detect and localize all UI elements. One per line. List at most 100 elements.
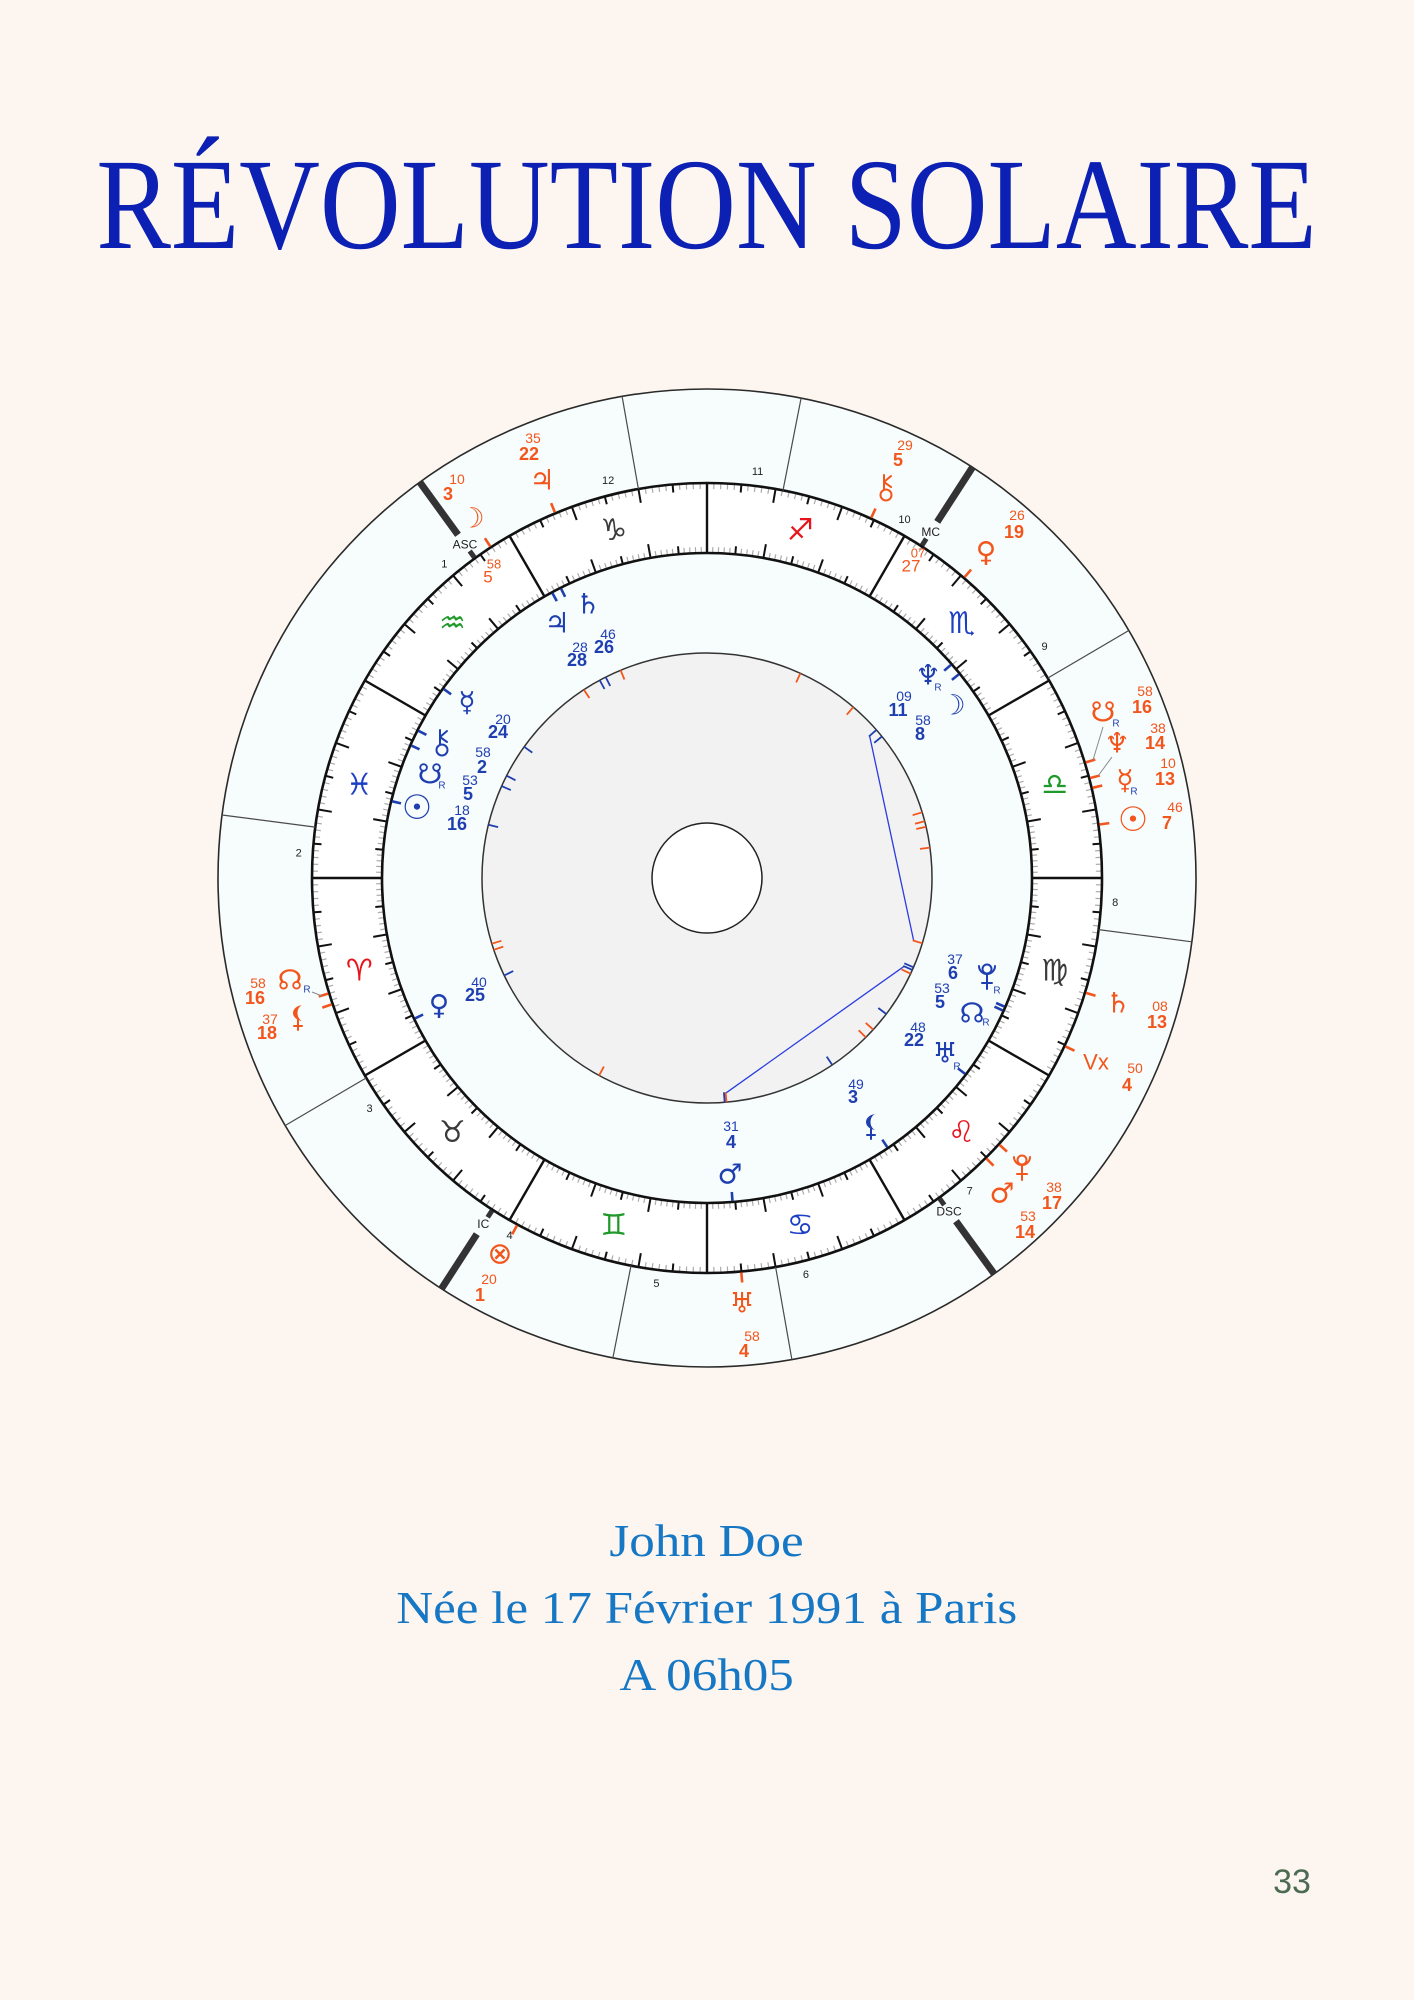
- outer-uranus-icon: ♅︎: [729, 1287, 754, 1320]
- degree-tick: [952, 660, 958, 665]
- degree-tick: [779, 1195, 783, 1201]
- degree-tick: [994, 1030, 1000, 1034]
- degree-tick: [883, 526, 887, 532]
- outer-moon-degree: 3: [443, 484, 453, 504]
- degree-tick: [826, 1247, 830, 1253]
- angle-label-dsc: DSC: [936, 1204, 962, 1218]
- degree-tick: [928, 1194, 934, 1202]
- degree-tick: [552, 1235, 556, 1241]
- outer-mercury-zodiac-tick: [1092, 784, 1103, 790]
- degree-tick: [317, 938, 323, 941]
- outer-mars-icon: ♂︎: [989, 1177, 1014, 1210]
- natal-jupiter-aspect-tick: [598, 679, 606, 690]
- outer-chiron-icon: [879, 474, 893, 502]
- degree-tick: [976, 1157, 982, 1162]
- degree-tick: [1006, 1004, 1012, 1008]
- degree-tick: [469, 1188, 474, 1194]
- degree-tick: [944, 651, 950, 657]
- angle-marker-mc: [919, 537, 929, 547]
- degree-tick: [1021, 1106, 1027, 1111]
- degree-tick: [384, 802, 390, 806]
- degree-tick: [948, 1095, 954, 1100]
- degree-tick: [355, 698, 361, 702]
- natal-pluto-minutes: 37: [947, 951, 963, 967]
- degree-tick: [1029, 831, 1035, 834]
- degree-tick: [626, 1194, 629, 1200]
- degree-tick: [571, 575, 575, 581]
- degree-tick: [1092, 822, 1098, 825]
- degree-tick: [565, 509, 569, 516]
- degree-tick: [324, 971, 330, 974]
- degree-tick: [995, 613, 1001, 619]
- degree-tick: [1027, 818, 1041, 823]
- degree-tick: [918, 547, 923, 553]
- degree-tick: [915, 1127, 926, 1139]
- degree-tick: [999, 1020, 1005, 1024]
- degree-tick: [906, 1211, 911, 1217]
- degree-tick: [1082, 943, 1096, 948]
- page-number: 33: [1273, 1863, 1311, 1901]
- degree-tick: [582, 570, 586, 576]
- degree-tick: [1091, 815, 1097, 818]
- aspect-lines: [725, 735, 915, 1094]
- outer-uranus-degree: 4: [739, 1341, 749, 1361]
- degree-tick: [344, 723, 350, 727]
- natal-jupiter-icon: ♃︎: [544, 607, 569, 640]
- degree-tick: [879, 596, 883, 602]
- degree-tick: [935, 558, 940, 564]
- degree-tick: [986, 603, 991, 609]
- degree-tick: [418, 1142, 423, 1148]
- angle-line-asc: [416, 480, 461, 537]
- degree-tick: [1027, 933, 1041, 938]
- natal-uranus-icon: ♅︎: [932, 1037, 957, 1070]
- angle-degree-asc: 5: [483, 568, 492, 587]
- degree-tick: [1062, 717, 1068, 721]
- degree-tick: [874, 1157, 879, 1163]
- natal-uranus-retrograde-marker: R: [953, 1062, 960, 1073]
- degree-tick: [387, 645, 393, 650]
- degree-tick: [1085, 964, 1092, 968]
- degree-tick: [902, 1138, 907, 1143]
- degree-tick: [491, 547, 496, 553]
- degree-tick: [876, 523, 881, 529]
- natal-pluto-icon: [978, 963, 996, 990]
- sign-boundary-line: [508, 535, 546, 598]
- degree-tick: [526, 600, 530, 605]
- natal-lilith-icon: [866, 1114, 876, 1140]
- degree-tick: [1025, 945, 1031, 948]
- degree-tick: [820, 501, 823, 507]
- degree-tick: [321, 795, 327, 798]
- degree-tick: [456, 660, 462, 665]
- degree-tick: [671, 1263, 675, 1271]
- degree-tick: [906, 539, 911, 545]
- degree-tick: [491, 1203, 496, 1209]
- outer-chiron-aspect-tick: [795, 672, 802, 683]
- natal-chiron-aspect-tick: [506, 774, 516, 782]
- degree-tick: [671, 1202, 674, 1208]
- natal-pluto-zodiac-tick: [995, 1001, 1005, 1008]
- degree-tick: [624, 1258, 627, 1264]
- degree-tick: [746, 549, 748, 555]
- degree-tick: [378, 837, 384, 839]
- degree-tick: [551, 1165, 555, 1171]
- degree-tick: [1080, 768, 1086, 772]
- degree-tick: [907, 616, 912, 622]
- degree-tick: [779, 555, 783, 561]
- zodiac-band-inner-edge: [380, 551, 1034, 1205]
- degree-tick: [486, 1200, 490, 1205]
- birth-time: A 06h05: [619, 1649, 795, 1700]
- degree-tick: [966, 584, 972, 590]
- degree-tick: [1028, 825, 1034, 828]
- degree-tick: [539, 520, 545, 528]
- degree-tick: [920, 627, 925, 633]
- degree-tick: [446, 1086, 458, 1097]
- degree-tick: [417, 1035, 423, 1040]
- degree-tick: [404, 1122, 416, 1133]
- degree-tick: [577, 573, 581, 579]
- angle-minutes-asc: 58: [487, 557, 501, 572]
- natal-lilith-degree: 3: [848, 1087, 858, 1107]
- degree-tick: [449, 669, 455, 674]
- outer-chiron-degree: 5: [893, 450, 903, 470]
- degree-tick: [839, 1175, 843, 1181]
- degree-tick: [546, 1233, 550, 1239]
